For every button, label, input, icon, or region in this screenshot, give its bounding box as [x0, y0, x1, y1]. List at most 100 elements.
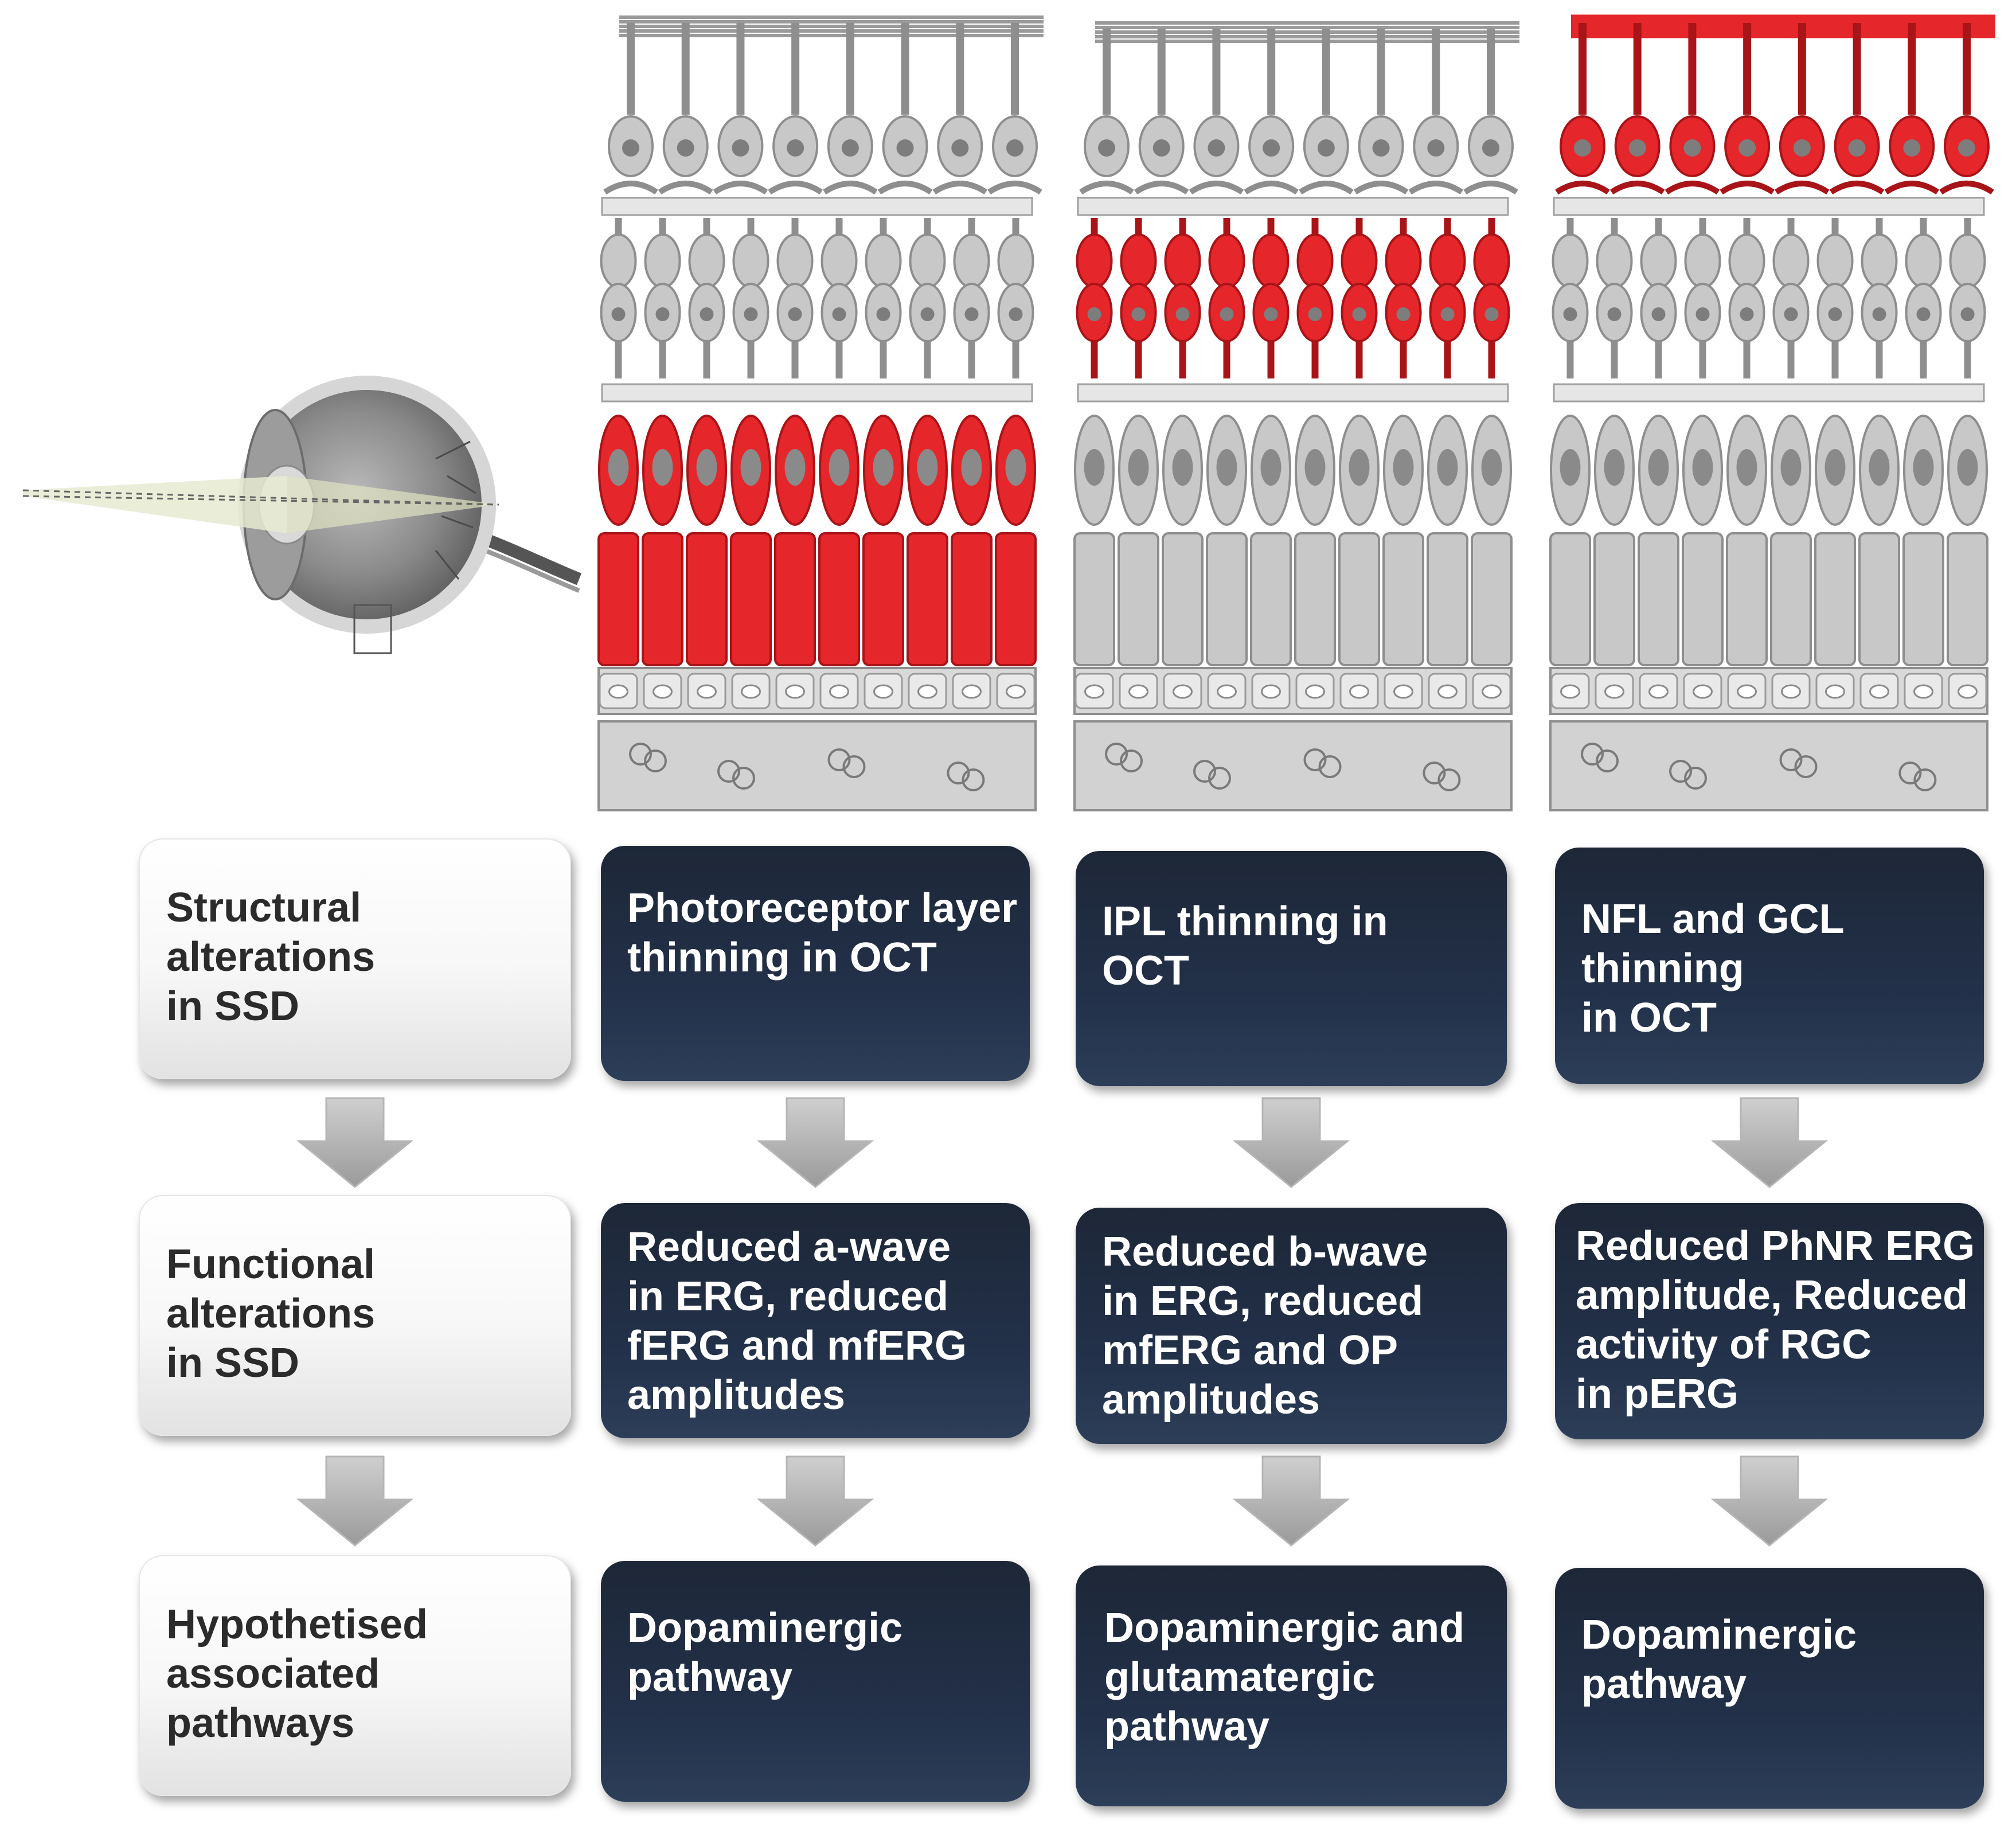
amacrine-cell — [776, 233, 814, 288]
photoreceptor-structural-text: Photoreceptor layer thinning in OCT — [627, 885, 1018, 981]
rpe-nucleus — [829, 684, 849, 699]
rpe-nucleus — [917, 684, 937, 699]
photoreceptor-outer-segment — [818, 532, 860, 666]
ganglion-nucleus — [1006, 139, 1023, 157]
ganglion-nucleus — [622, 139, 639, 157]
amacrine-cell — [1905, 233, 1942, 288]
ganglion-nucleus — [1683, 139, 1701, 157]
choroid-vessel — [1913, 768, 1937, 791]
photoreceptor-nucleus — [1005, 449, 1026, 486]
rpe-nucleus — [1825, 684, 1845, 699]
choroid-vessel — [1779, 748, 1803, 771]
choroid-vessel — [717, 760, 740, 783]
ganglion-dendrite — [1829, 181, 1885, 195]
amacrine-cell — [1949, 233, 1986, 288]
choroid-layer — [597, 720, 1037, 811]
photoreceptor-outer-segment — [1471, 532, 1513, 666]
retina-panels — [597, 14, 1995, 811]
bipolar-nucleus — [611, 307, 626, 321]
rpe-nucleus — [1604, 684, 1624, 699]
photoreceptor-nucleus — [961, 449, 982, 486]
ganglion-dendrite — [1134, 181, 1189, 195]
choroid-vessel — [1898, 762, 1922, 784]
amacrine-cell — [1296, 233, 1334, 288]
bipolar-nucleus — [788, 307, 802, 321]
ganglion-nucleus — [1317, 139, 1335, 157]
down-arrow-icon — [296, 1097, 414, 1188]
outer-plexiform-layer — [1077, 383, 1509, 403]
amacrine-cell — [1429, 233, 1466, 288]
choroid-vessel — [1193, 760, 1216, 783]
amacrine-cell — [1640, 233, 1677, 288]
rpe-nucleus — [653, 684, 673, 699]
photoreceptor-pathway-box: Dopaminergic pathway — [601, 1561, 1030, 1802]
ganglion-pathway-text: Dopaminergic pathway — [1581, 1612, 1857, 1707]
photoreceptor-outer-segment — [774, 532, 816, 666]
down-arrow-icon — [1232, 1097, 1350, 1188]
retina-panel-1 — [597, 15, 1044, 811]
choroid-vessel — [827, 748, 851, 771]
bipolar-nucleus — [964, 307, 979, 321]
ganglion-nucleus — [787, 139, 804, 157]
photoreceptor-outer-segment — [597, 532, 639, 666]
photoreceptor-nucleus — [608, 449, 629, 486]
photoreceptor-outer-segment — [1338, 532, 1380, 666]
ganglion-nucleus — [732, 139, 749, 157]
amacrine-cell — [1684, 233, 1721, 288]
amacrine-cell — [1772, 233, 1810, 288]
ganglion-dendrite — [1079, 181, 1134, 195]
photoreceptor-outer-segment — [1858, 532, 1900, 666]
retina-panel-3 — [1549, 14, 1995, 811]
bipolar-nucleus — [876, 307, 890, 321]
photoreceptor-outer-segment — [1118, 532, 1159, 666]
photoreceptor-outer-segment — [1947, 532, 1988, 666]
amacrine-cell — [688, 233, 725, 288]
ganglion-nucleus — [1903, 139, 1921, 157]
ganglion-nucleus — [1793, 139, 1811, 157]
rpe-nucleus — [1217, 684, 1237, 699]
rpe-nucleus — [1393, 684, 1413, 699]
choroid-vessel — [1437, 768, 1461, 791]
choroid-vessel — [1669, 760, 1692, 783]
amacrine-cell — [600, 233, 637, 288]
down-arrow-icon — [756, 1455, 874, 1547]
bipolar-nucleus — [1396, 307, 1411, 321]
bipolar-nucleus — [1651, 307, 1666, 321]
ganglion-nucleus — [1208, 139, 1225, 157]
amacrine-cell — [1728, 233, 1765, 288]
photoreceptor-nucleus — [1260, 449, 1282, 486]
rpe-nucleus — [697, 684, 717, 699]
bipolar-nucleus — [1563, 307, 1577, 321]
ganglion-dendrite — [1555, 181, 1610, 195]
functional-label-box: Functional alterations in SSD — [139, 1195, 571, 1436]
ganglion-functional-box: Reduced PhNR ERG amplitude, Reduced acti… — [1555, 1203, 1984, 1439]
photoreceptor-functional-text: Reduced a-wave in ERG, reduced fERG and … — [627, 1224, 967, 1418]
photoreceptor-nucleus — [1437, 449, 1458, 486]
photoreceptor-nucleus — [1560, 449, 1581, 486]
amacrine-cell — [1473, 233, 1510, 288]
ipl-pathway-text: Dopaminergic and glutamatergic pathway — [1104, 1605, 1465, 1750]
nfl-gcl-structural-box: NFL and GCL thinning in OCT — [1555, 848, 1984, 1084]
ipl-structural-box: IPL thinning in OCT — [1076, 851, 1507, 1086]
ganglion-dendrite — [932, 181, 988, 195]
photoreceptor-nucleus — [829, 449, 850, 486]
ganglion-dendrite — [768, 181, 823, 195]
ganglion-dendrite — [1463, 181, 1518, 195]
flow-arrows — [296, 1097, 1829, 1547]
structural-label-box: Structural alterations in SSD — [139, 838, 571, 1079]
rpe-nucleus — [962, 684, 982, 699]
rpe-nucleus — [1693, 684, 1713, 699]
photoreceptor-nucleus — [1481, 449, 1502, 486]
ganglion-dendrite — [1775, 181, 1830, 195]
amacrine-cell — [953, 233, 990, 288]
choroid-vessel — [644, 749, 667, 772]
photoreceptor-outer-segment — [1250, 532, 1292, 666]
photoreceptor-nucleus — [1869, 449, 1890, 486]
amacrine-cell — [644, 233, 681, 288]
rpe-nucleus — [1305, 684, 1325, 699]
photoreceptor-outer-segment — [642, 532, 683, 666]
down-arrow-icon — [756, 1097, 874, 1188]
rpe-nucleus — [1128, 684, 1148, 699]
rpe-nucleus — [1173, 684, 1193, 699]
